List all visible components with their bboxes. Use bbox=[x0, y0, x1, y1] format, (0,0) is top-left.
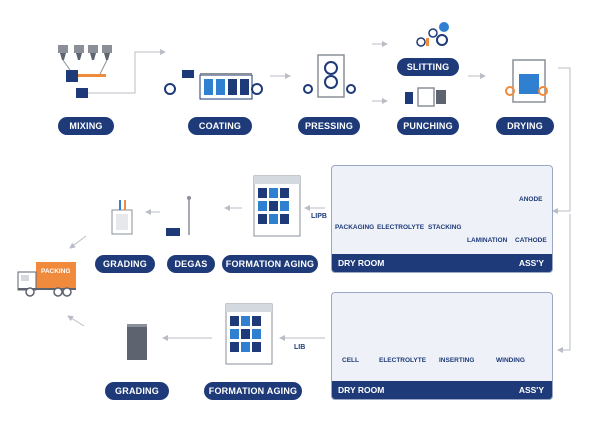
dry-room-1: DRY ROOM ASS'Y bbox=[331, 165, 553, 273]
lib-label: LIB bbox=[294, 344, 306, 351]
dry-room-2-label: DRY ROOM bbox=[338, 385, 385, 395]
dry-room-1-assy-label: ASS'Y bbox=[518, 258, 544, 268]
slitting-illustration bbox=[372, 22, 449, 47]
anode-label: ANODE bbox=[519, 196, 543, 203]
cathode-label: CATHODE bbox=[515, 237, 547, 244]
pressing-illustration bbox=[270, 54, 356, 98]
winding-label: WINDING bbox=[496, 357, 525, 364]
drying-step-label: DRYING bbox=[496, 117, 554, 135]
dry-room-2: DRY ROOM ASS'Y bbox=[331, 292, 553, 400]
lipb-label: LIPB bbox=[311, 213, 327, 220]
electrolyte-2-label: ELECTROLYTE bbox=[379, 357, 427, 364]
cell-label: CELL bbox=[342, 357, 359, 364]
stacking-label: STACKING bbox=[428, 224, 462, 231]
grading-2-illustration bbox=[67, 315, 147, 360]
degas-illustration bbox=[145, 196, 191, 236]
electrolyte-1-label: ELECTROLYTE bbox=[377, 224, 425, 231]
degas-label: DEGAS bbox=[167, 255, 215, 273]
mixing-illustration bbox=[58, 45, 166, 98]
dry-room-1-bar: DRY ROOM ASS'Y bbox=[332, 254, 552, 272]
drying-illustration bbox=[505, 59, 571, 214]
formation-aging-2-label: FORMATION AGING bbox=[204, 382, 302, 400]
lamination-label: LAMINATION bbox=[467, 237, 508, 244]
inserting-label: INSERTING bbox=[439, 357, 475, 364]
formation-aging-1-illustration bbox=[224, 175, 325, 237]
slitting-step-label: SLITTING bbox=[397, 58, 459, 76]
mixing-step-label: MIXING bbox=[58, 117, 114, 135]
coating-illustration bbox=[164, 70, 263, 100]
dry-room-2-bar: DRY ROOM ASS'Y bbox=[332, 381, 552, 399]
grading-1-illustration bbox=[69, 200, 133, 249]
punching-step-label: PUNCHING bbox=[397, 117, 459, 135]
formation-aging-2-illustration bbox=[162, 303, 325, 365]
packaging-label: PACKAGING bbox=[335, 224, 375, 231]
grading-1-label: GRADING bbox=[95, 255, 155, 273]
packing-truck-illustration bbox=[17, 262, 76, 297]
pressing-step-label: PRESSING bbox=[298, 117, 360, 135]
coating-step-label: COATING bbox=[188, 117, 252, 135]
packing-label: PACKING bbox=[41, 268, 71, 275]
grading-2-label: GRADING bbox=[105, 382, 169, 400]
formation-aging-1-label: FORMATION AGING bbox=[222, 255, 318, 273]
punching-illustration bbox=[372, 73, 486, 107]
dry-room-1-label: DRY ROOM bbox=[338, 258, 385, 268]
dry-room-2-assy-label: ASS'Y bbox=[518, 385, 544, 395]
